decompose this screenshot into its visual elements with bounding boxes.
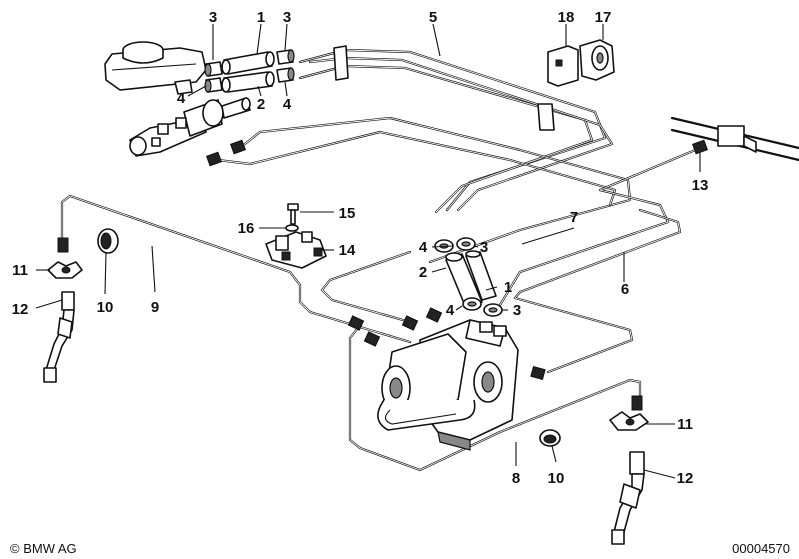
brake-pipe-6 [513,208,682,374]
callout-11: 11 [677,416,693,433]
callout-13: 13 [692,177,709,194]
callout-4: 4 [177,90,186,107]
pipe-clip-a [333,45,349,81]
callout-3: 3 [480,239,488,256]
callout-17: 17 [595,9,612,26]
callout-1: 1 [504,279,512,296]
distributor-14 [265,231,327,269]
clamp-4-top-right [276,67,295,83]
diagram-id-label: 00004570 [732,541,790,556]
union-mid-c [347,315,365,331]
callout-4: 4 [446,302,455,319]
copyright-label: © BMW AG [10,541,77,556]
union-mid-b [401,315,419,331]
callout-12: 12 [12,301,29,318]
clamp-3-top-right [276,49,295,65]
brake-hose-12-left [43,291,75,383]
washer-16 [285,224,299,232]
clamp-3-middle-lower [483,303,503,317]
union-right-6 [530,366,546,380]
callout-14: 14 [339,242,356,259]
callout-4: 4 [419,239,428,256]
hose-2-top [221,71,275,93]
callout-11: 11 [12,262,28,279]
brake-fluid-reservoir [104,41,207,95]
union-9-left [57,237,69,253]
hose-2-middle [445,252,483,309]
callout-2: 2 [419,264,427,281]
clamp-4-top-left [204,77,223,93]
callout-3: 3 [209,9,217,26]
callout-labels: 3 1 3 4 2 4 5 18 17 13 15 16 14 7 6 9 10… [12,9,709,487]
callout-4: 4 [283,96,292,113]
brake-pipe-8 [348,326,642,472]
union-13 [692,139,708,155]
hose-clip-11-right [609,395,649,431]
callout-5: 5 [429,9,437,26]
callout-3: 3 [513,302,521,319]
union-upper-b [206,151,222,167]
rear-axle-tube [670,116,799,162]
clamp-3-middle-upper [456,237,476,251]
callout-10: 10 [548,470,565,487]
union-upper-a [230,139,246,155]
brake-pipe-13 [498,146,702,307]
bolt-15 [287,203,299,225]
callout-1: 1 [257,9,265,26]
union-mid-d [363,331,381,347]
callout-7: 7 [570,209,578,226]
grommet-17 [579,39,615,81]
callout-3: 3 [283,9,291,26]
callout-6: 6 [621,281,629,298]
clamp-3-top-left [204,61,223,77]
bracket-18 [547,45,579,87]
hose-1-middle [465,250,497,301]
callout-10: 10 [97,299,114,316]
callout-18: 18 [558,9,575,26]
pipe-clip-b [537,103,555,131]
callout-16: 16 [238,220,255,237]
callout-2: 2 [257,96,265,113]
union-mid-a [425,307,443,323]
brake-hose-12-right [611,451,645,545]
brake-pipe-7 [320,250,412,324]
clamp-4-middle-lower [462,297,482,311]
grommet-10-left [97,228,119,254]
hose-clip-11-left [47,261,83,279]
master-cylinder [129,97,251,157]
callout-9: 9 [151,299,159,316]
callout-12: 12 [677,470,694,487]
brake-pipe-9 [60,194,412,344]
hose-1-top [221,51,275,75]
abs-hydraulic-unit [377,319,519,451]
callout-15: 15 [339,205,356,222]
callout-8: 8 [512,470,520,487]
leader-lines [35,23,701,479]
grommet-10-right [539,429,561,447]
